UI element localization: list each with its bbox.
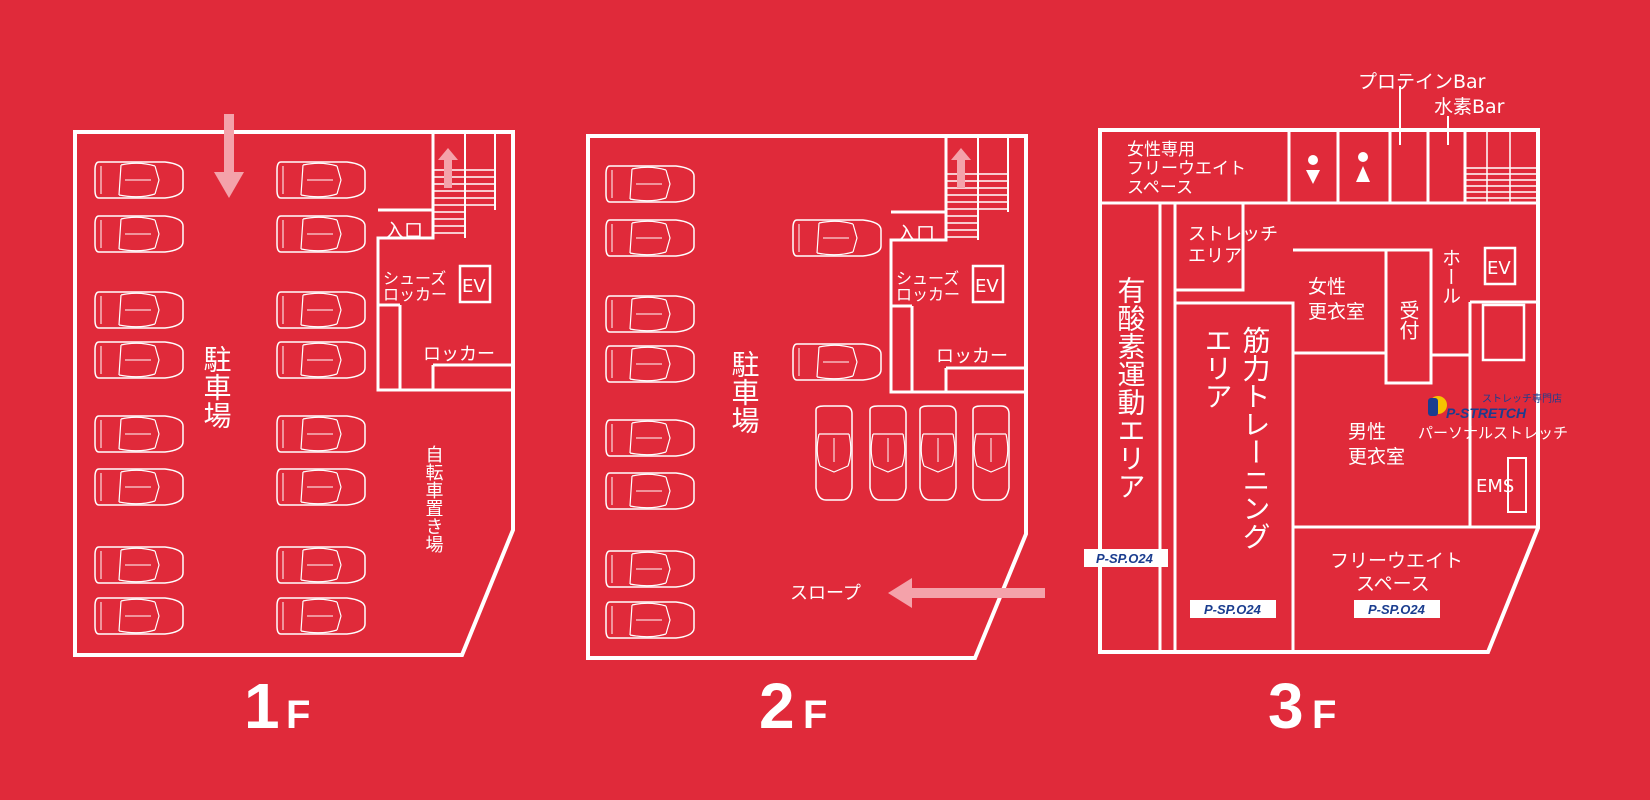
stairs-icon	[1465, 130, 1538, 203]
men-locker-label-2: 更衣室	[1348, 446, 1405, 468]
floor-2-outline	[586, 134, 1028, 660]
stretch-area-label-1: ストレッチ	[1188, 224, 1278, 245]
shoe-locker-label-1: シューズ	[383, 269, 446, 288]
floor-3-plan: プロテインBar 水素Bar 女性専用 フリーウエイト スペース ストレッチ エ…	[1084, 71, 1568, 742]
pspo-logo: P-SP.O24	[1354, 600, 1440, 618]
locker-label: ロッカー	[936, 346, 1008, 367]
shoe-locker-label-2: ロッカー	[896, 285, 960, 304]
personal-stretch-label: パーソナルストレッチ	[1418, 424, 1568, 442]
floor-1-outline	[73, 130, 515, 657]
parking-spaces-center	[792, 219, 882, 381]
men-locker-label-1: 男性	[1348, 421, 1386, 443]
stretch-logo-text: P-STRETCH	[1446, 405, 1527, 421]
floor-3-outline	[1098, 128, 1540, 654]
floor-1-plan: 入口 シューズ ロッカー EV ロッカー 駐車場 自転車置き場 1 F	[73, 114, 515, 742]
parking-spaces-left	[605, 165, 695, 639]
entrance-label: 入口	[385, 220, 423, 242]
elevator-box	[971, 264, 1005, 304]
elevator-box	[458, 264, 492, 304]
protein-bar-label: プロテインBar	[1358, 71, 1486, 93]
pspo-logo: P-SP.O24	[1084, 549, 1168, 567]
reception-label: 受付	[1396, 300, 1420, 340]
floor-number: 3	[1268, 670, 1304, 742]
women-free-weight-label-3: スペース	[1127, 178, 1193, 198]
floor-2-core	[889, 136, 1026, 394]
floor-number: 1	[244, 670, 280, 742]
shoe-locker-label-1: シューズ	[896, 269, 959, 288]
slope-label: スロープ	[790, 583, 861, 604]
parking-spaces-vertical	[815, 405, 1010, 501]
bar-pointers	[1399, 86, 1449, 145]
women-locker-label-2: 更衣室	[1308, 301, 1365, 323]
womens-restroom-icon	[1306, 155, 1320, 184]
svg-text:P-SP.O24: P-SP.O24	[1096, 551, 1154, 566]
women-free-weight-label-2: フリーウエイト	[1127, 159, 1246, 179]
svg-text:P-SP.O24: P-SP.O24	[1368, 602, 1426, 617]
stretch-shop-logo: ストレッチ専門店 P-STRETCH	[1428, 392, 1562, 421]
strength-area-label-1: 筋力トレーニング	[1239, 326, 1272, 550]
free-weight-label-2: スペース	[1356, 573, 1430, 595]
free-weight-label-1: フリーウエイト	[1330, 550, 1463, 572]
elevator-label: EV	[1487, 258, 1511, 279]
bicycle-parking-label: 自転車置き場	[423, 445, 444, 554]
stairs-icon	[946, 136, 1009, 240]
hall-label: ホール	[1439, 248, 1461, 305]
parking-label: 駐車場	[200, 345, 233, 429]
mens-restroom-icon	[1356, 152, 1370, 182]
locker-label: ロッカー	[423, 344, 495, 365]
floor-number: 2	[759, 670, 795, 742]
strength-area-label-2: エリア	[1201, 326, 1234, 410]
pspo-logo: P-SP.O24	[1190, 600, 1276, 618]
floor-unit: F	[803, 693, 827, 737]
floor-unit: F	[1312, 693, 1336, 737]
elevator-box	[1483, 246, 1517, 286]
women-free-weight-label-1: 女性専用	[1127, 140, 1195, 160]
slope-arrow-left	[888, 578, 1045, 608]
entrance-label: 入口	[897, 223, 935, 245]
shoe-locker-label-2: ロッカー	[383, 285, 447, 304]
floor-2-plan: 入口 シューズ ロッカー EV ロッカー 駐車場 スロープ 2 F	[586, 134, 1045, 742]
svg-text:P-SP.O24: P-SP.O24	[1204, 602, 1262, 617]
hydrogen-bar-label: 水素Bar	[1434, 96, 1505, 118]
floor-unit: F	[286, 693, 310, 737]
women-locker-label-1: 女性	[1308, 276, 1346, 298]
stretch-shop-label: ストレッチ専門店	[1482, 392, 1562, 405]
parking-label: 駐車場	[728, 350, 761, 434]
stairs-icon	[433, 132, 496, 238]
floor-3-walls	[1100, 130, 1538, 652]
floor-1-core	[376, 132, 513, 392]
ems-label: EMS	[1476, 476, 1514, 497]
parking-spaces-center	[276, 161, 366, 635]
elevator-label: EV	[462, 276, 486, 297]
stretch-area-label-2: エリア	[1188, 246, 1242, 267]
entry-arrow-down	[214, 114, 244, 198]
aerobic-area-label: 有酸素運動エリア	[1114, 276, 1147, 500]
parking-spaces-left	[94, 161, 184, 635]
elevator-label: EV	[975, 276, 999, 297]
